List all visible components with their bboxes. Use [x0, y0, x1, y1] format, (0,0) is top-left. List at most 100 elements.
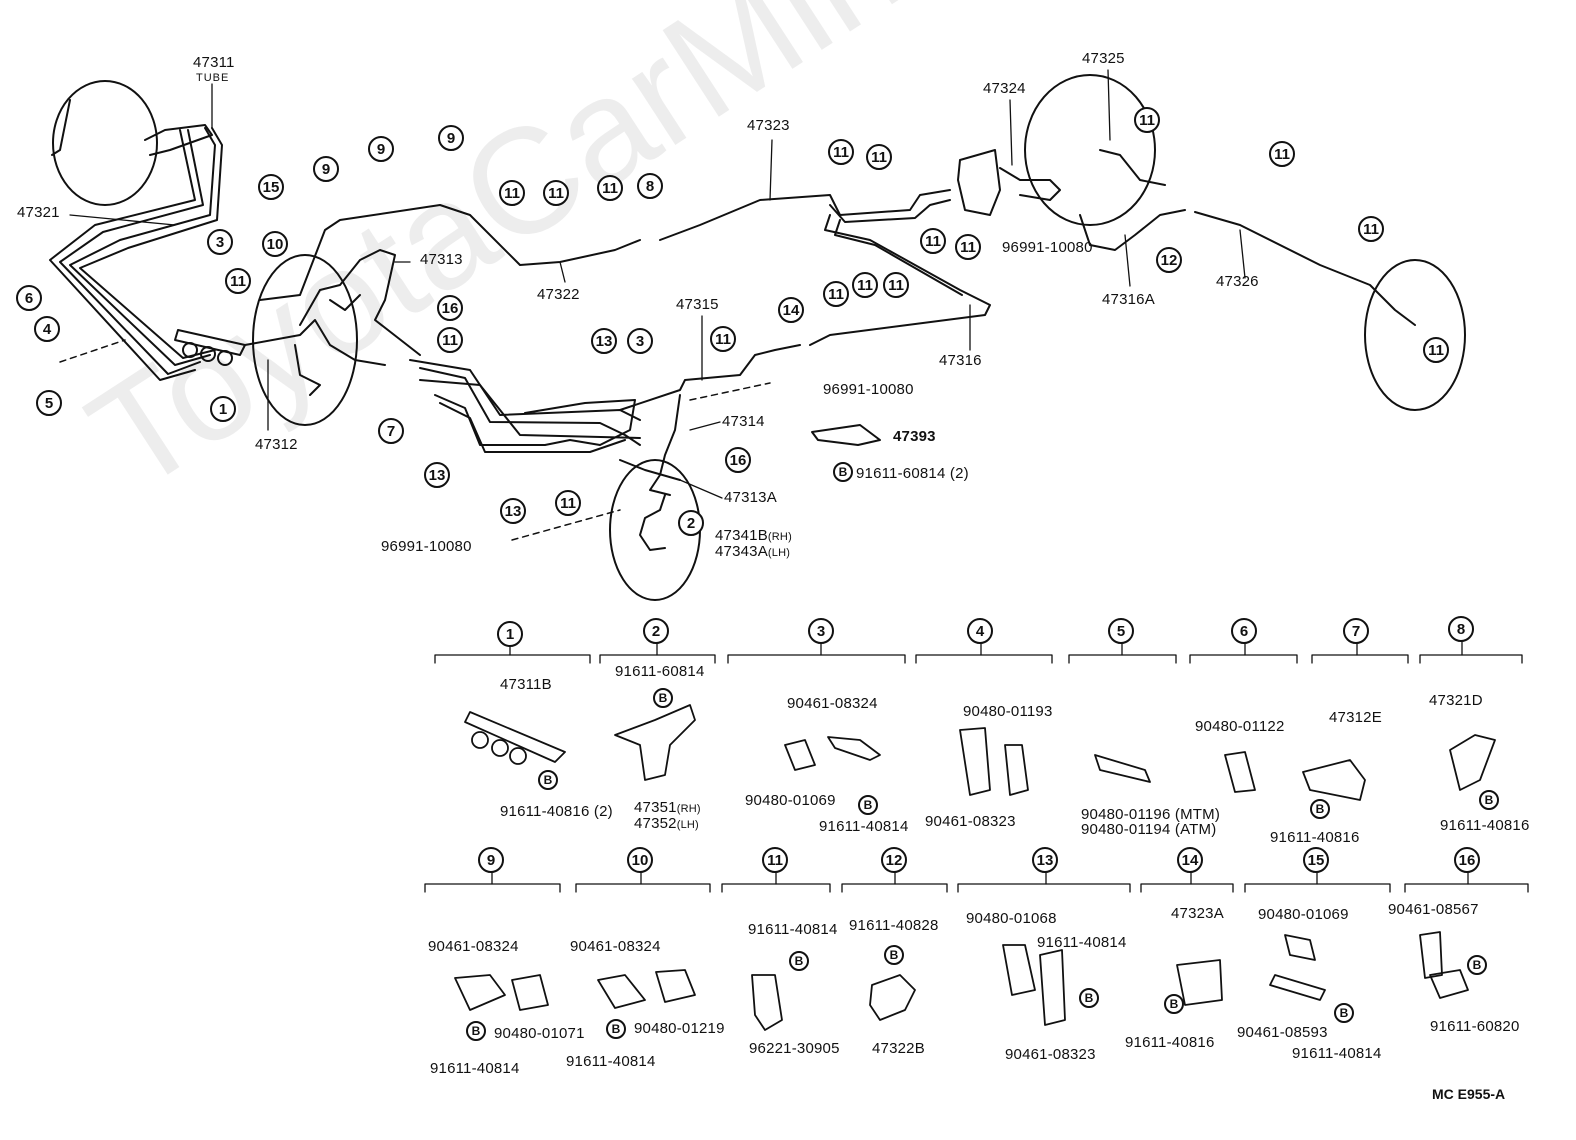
rear-right-wheel — [1024, 74, 1156, 226]
part-number-label: 91611-40816 (2) — [500, 803, 613, 820]
callout-number-badge: 11 — [1269, 141, 1295, 167]
callout-number-badge: 6 — [16, 285, 42, 311]
tube-47316 — [809, 214, 991, 346]
callout-number-badge: 11 — [762, 847, 788, 873]
callout-number-badge: 9 — [368, 136, 394, 162]
callout-number-badge: 13 — [1032, 847, 1058, 873]
bolt-b-badge: B — [538, 770, 558, 790]
part-number-label: 90461-08323 — [1005, 1046, 1096, 1063]
part-number-label: 47351(RH) — [634, 799, 701, 816]
part-number-label: 47323A — [1171, 905, 1224, 922]
callout-number-badge: 4 — [34, 316, 60, 342]
callout-number-badge: 11 — [1423, 337, 1449, 363]
callout-number-badge: 2 — [643, 618, 669, 644]
part-number-label: 47393 — [893, 428, 936, 445]
callout-number-badge: 16 — [725, 447, 751, 473]
callout-number-badge: 11 — [823, 281, 849, 307]
part-number-label: 47322B — [872, 1040, 925, 1057]
tube-47326 — [1194, 211, 1416, 326]
part-number-label: 90461-08323 — [925, 813, 1016, 830]
callout-number-badge: 11 — [1358, 216, 1384, 242]
callout-number-badge: 11 — [883, 272, 909, 298]
callout-number-badge: 13 — [591, 328, 617, 354]
center-tube-bundle — [409, 359, 641, 453]
callout-number-badge: 4 — [967, 618, 993, 644]
part-number-label: 47314 — [722, 413, 765, 430]
part-number-label: 96991-10080 — [1002, 239, 1093, 256]
bolt-b-badge: B — [1164, 994, 1184, 1014]
part-number-label: 90461-08324 — [428, 938, 519, 955]
callout-number-badge: 10 — [627, 847, 653, 873]
callout-number-badge: 3 — [808, 618, 834, 644]
part-number-label: 90480-01069 — [1258, 906, 1349, 923]
callout-number-badge: 6 — [1231, 618, 1257, 644]
part-number-label: 90480-01194 (ATM) — [1081, 821, 1217, 838]
part-number-label: 47325 — [1082, 50, 1125, 67]
part-number-label: TUBE — [196, 72, 230, 84]
part-number-label: 91611-40814 — [566, 1053, 656, 1070]
part-number-label: 91611-60820 — [1430, 1018, 1520, 1035]
tube-47315 — [619, 344, 801, 411]
part-number-label: 47311B — [500, 676, 552, 693]
callout-number-badge: 5 — [1108, 618, 1134, 644]
bolt-b-badge: B — [1310, 799, 1330, 819]
callout-number-badge: 3 — [207, 229, 233, 255]
callout-number-badge: 9 — [313, 156, 339, 182]
callout-number-badge: 11 — [920, 228, 946, 254]
callout-number-badge: 1 — [497, 621, 523, 647]
callout-number-badge: 15 — [258, 174, 284, 200]
callout-number-badge: 8 — [1448, 616, 1474, 642]
bolt-b-badge: B — [653, 688, 673, 708]
callout-number-badge: 12 — [881, 847, 907, 873]
callout-number-badge: 15 — [1303, 847, 1329, 873]
callout-number-badge: 11 — [437, 327, 463, 353]
part-number-label: 91611-40828 — [849, 917, 939, 934]
part-number-label: 47324 — [983, 80, 1026, 97]
part-number-label: 91611-40814 — [430, 1060, 520, 1077]
part-number-label: 90461-08593 — [1237, 1024, 1328, 1041]
callout-number-badge: 11 — [852, 272, 878, 298]
callout-number-badge: 11 — [866, 144, 892, 170]
bolt-b-badge: B — [789, 951, 809, 971]
bolt-b-badge: B — [884, 945, 904, 965]
brake-booster — [51, 80, 213, 206]
part-number-label: 91611-40814 — [1292, 1045, 1382, 1062]
part-number-label: 47313A — [724, 489, 777, 506]
part-number-label: 47323 — [747, 117, 790, 134]
bolt-b-badge: B — [1467, 955, 1487, 975]
part-number-label: 47341B(RH) — [715, 527, 792, 544]
part-number-label: 90480-01071 — [494, 1025, 585, 1042]
part-number-label: 47326 — [1216, 273, 1259, 290]
callout-number-badge: 7 — [378, 418, 404, 444]
part-number-label: 47321 — [17, 204, 60, 221]
callout-number-badge: 11 — [543, 180, 569, 206]
bolt-b-badge: B — [858, 795, 878, 815]
part-number-label: 90480-01219 — [634, 1020, 725, 1037]
callout-number-badge: 16 — [437, 295, 463, 321]
junction-block-1 — [174, 329, 246, 366]
callout-number-badge: 11 — [955, 234, 981, 260]
part-number-label: 91611-40816 — [1270, 829, 1360, 846]
part-number-label: 90480-01069 — [745, 792, 836, 809]
part-number-label: 90480-01196 (MTM) — [1081, 806, 1221, 823]
tube-47323 — [659, 189, 951, 241]
part-number-label: 91611-60814 (2) — [856, 465, 969, 482]
part-number-label: 90480-01193 — [963, 703, 1053, 720]
part-number-label: 91611-40814 — [748, 921, 838, 938]
callout-number-badge: 16 — [1454, 847, 1480, 873]
part-number-label: 96991-10080 — [823, 381, 914, 398]
part-number-label: 96221-30905 — [749, 1040, 840, 1057]
tube-47321 — [49, 127, 223, 381]
callout-number-badge: 11 — [828, 139, 854, 165]
part-number-label: 47316 — [939, 352, 982, 369]
part-number-label: 47313 — [420, 251, 463, 268]
bolt-b-badge: B — [833, 462, 853, 482]
part-number-label: 47343A(LH) — [715, 543, 791, 560]
callout-number-badge: 11 — [1134, 107, 1160, 133]
part-number-label: 47311 — [193, 54, 235, 71]
tube-47313 — [299, 249, 421, 356]
proportioning-valve — [957, 149, 1061, 216]
part-number-label: 47315 — [676, 296, 719, 313]
